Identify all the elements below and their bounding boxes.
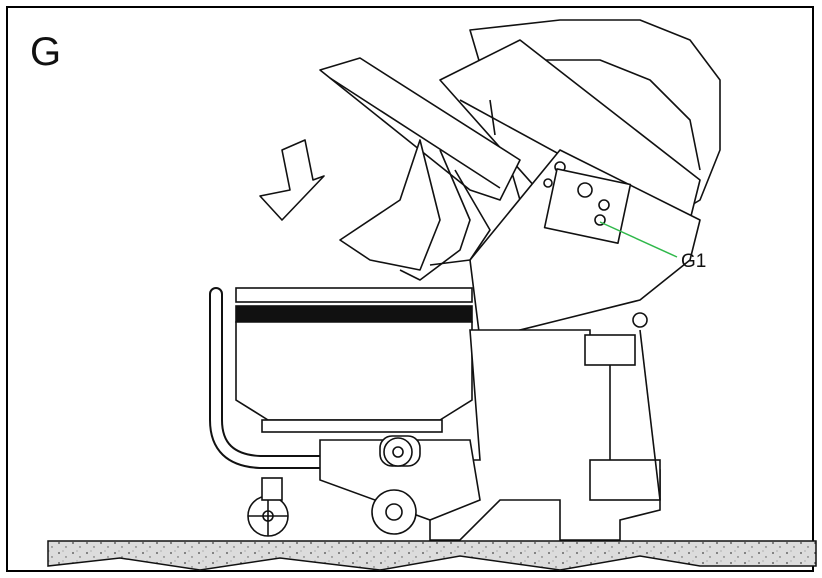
callout-label-g1: G1 [681, 251, 707, 272]
down-left-arrow-icon [259, 139, 325, 221]
front-caster-wheel [247, 477, 289, 537]
mixer-head [439, 19, 721, 341]
mixing-bowl [235, 287, 473, 433]
figure-label: G [30, 30, 62, 74]
beater-arm [319, 57, 521, 281]
bowl-wheel [383, 437, 413, 467]
rear-wheel [371, 489, 417, 535]
floor [47, 540, 817, 571]
callout-leader-g1 [599, 221, 678, 258]
